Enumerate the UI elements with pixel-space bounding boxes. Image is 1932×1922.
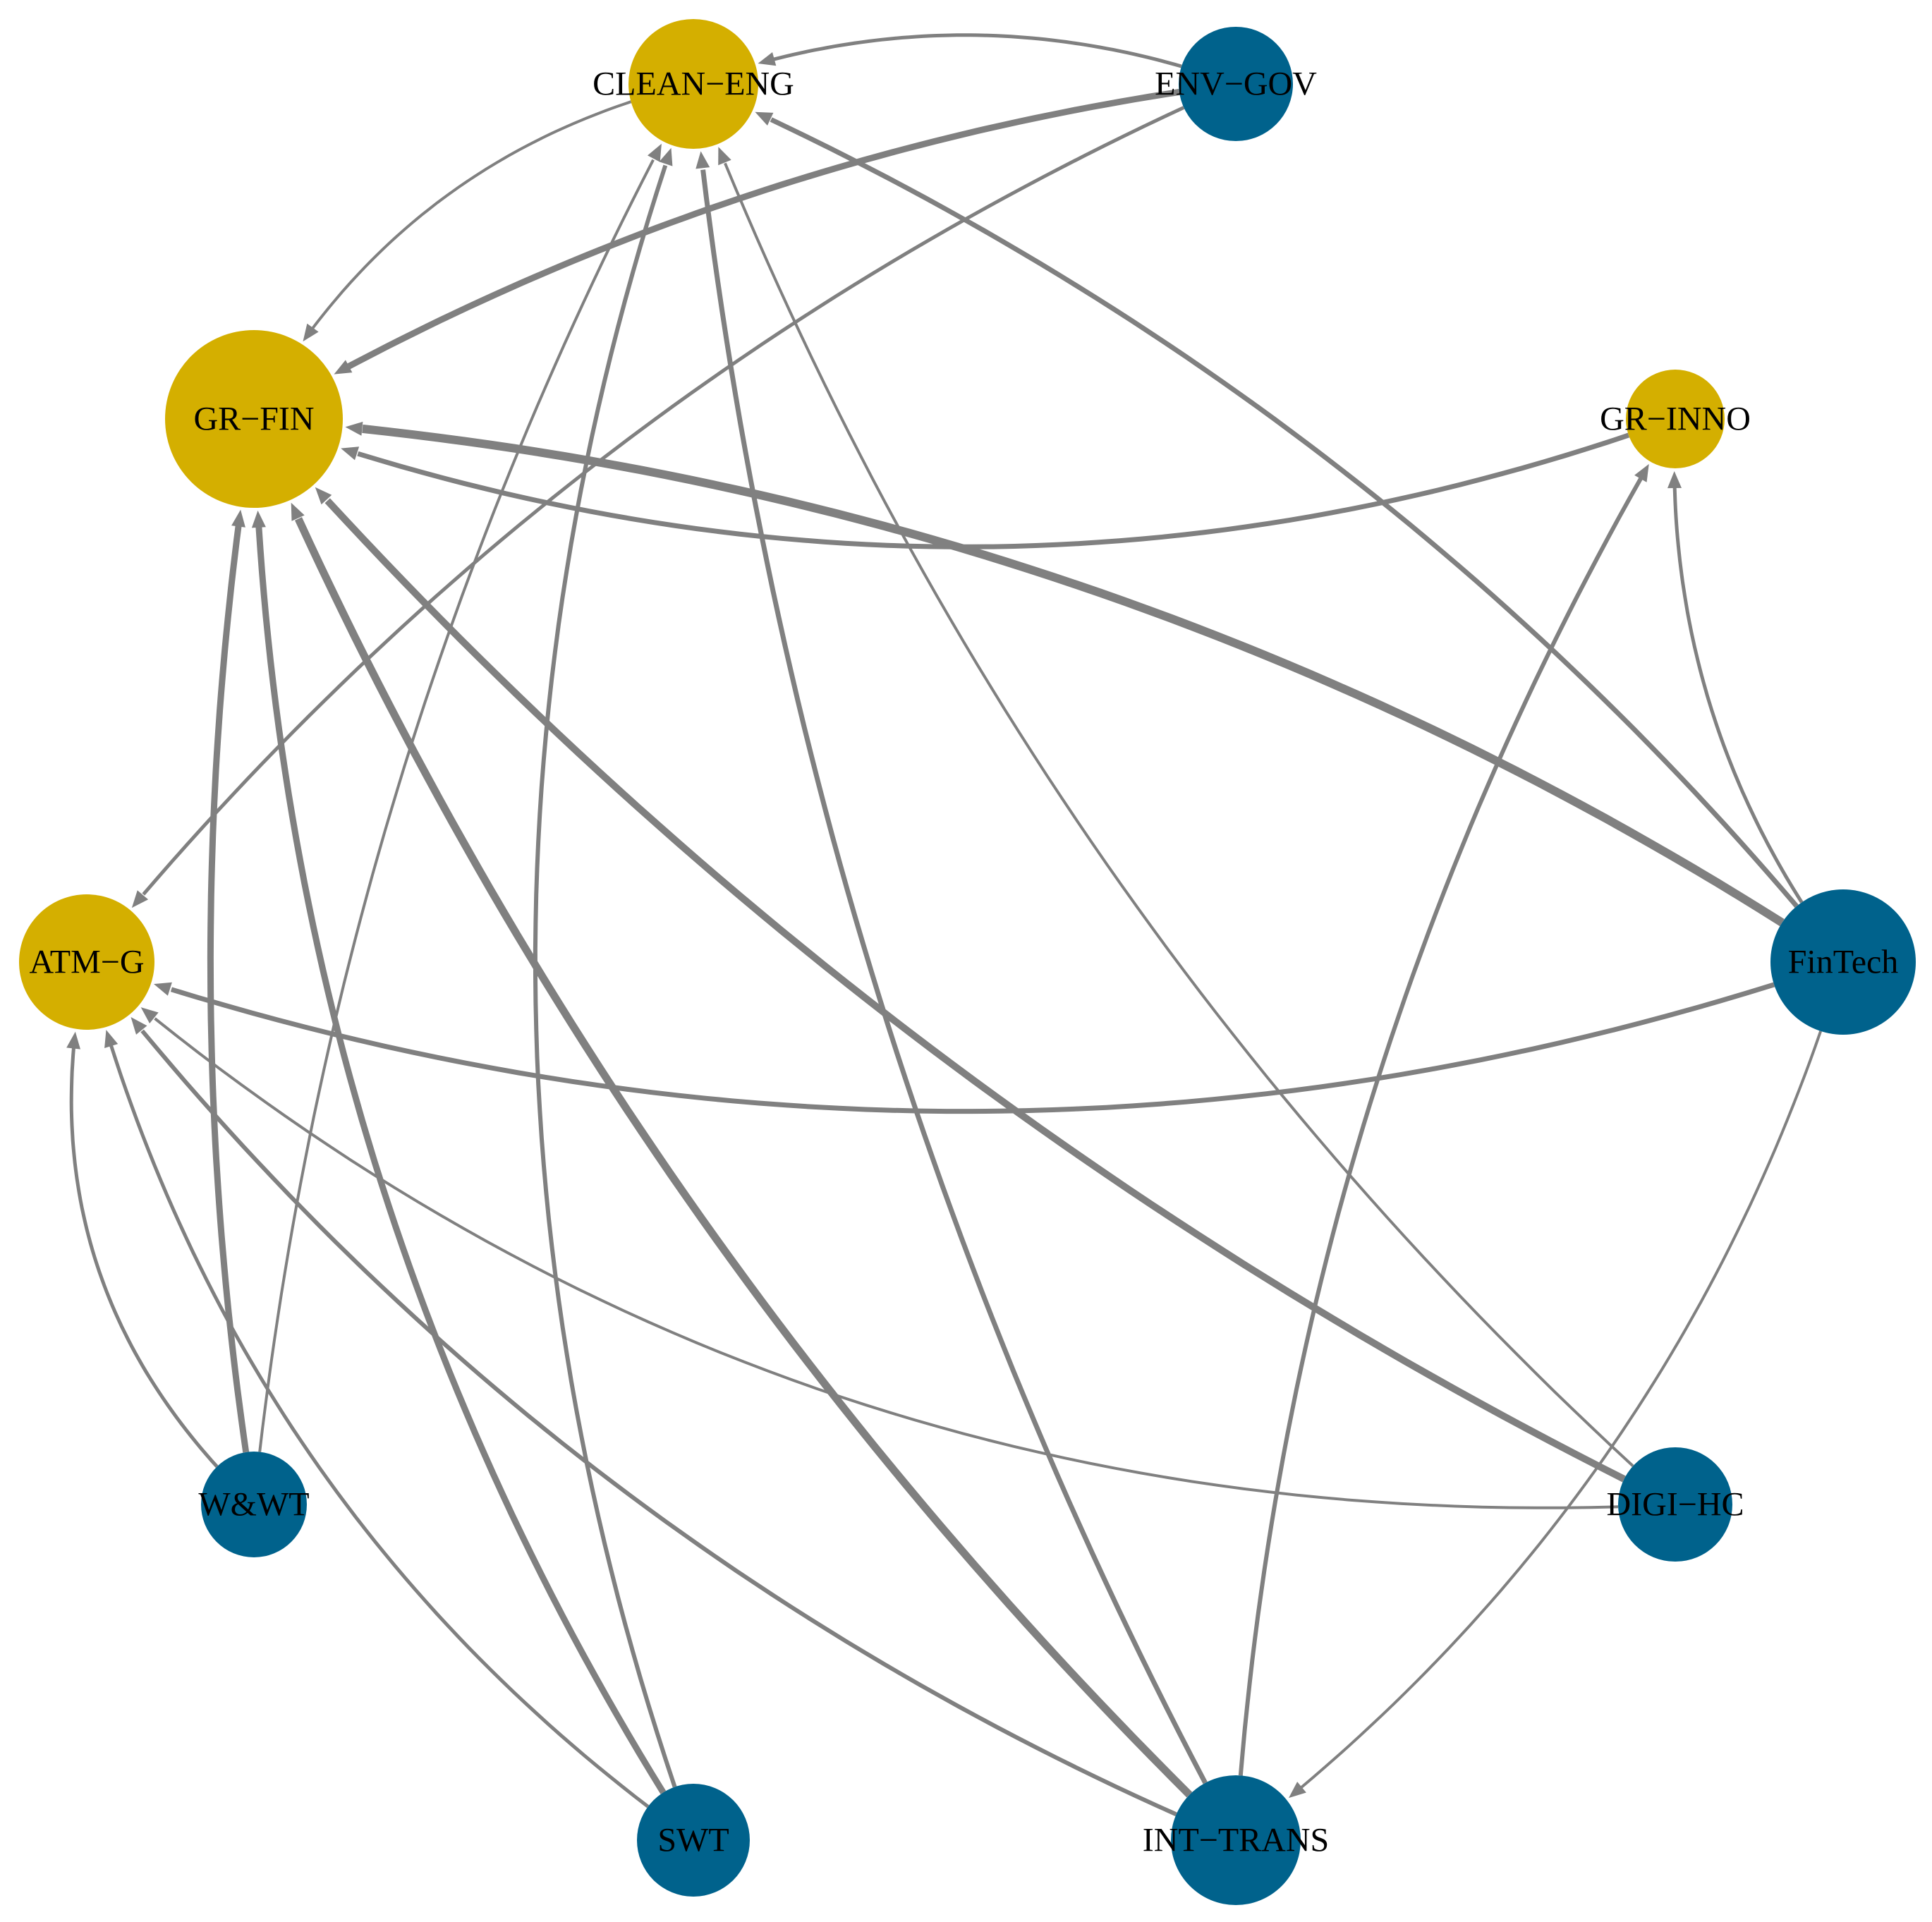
edge-gr-inno-to-gr-fin [341,432,1630,549]
edge-fintech-to-atm-g [154,982,1775,1114]
node-label-fintech: FinTech [1788,944,1899,981]
edge-arrowhead [1634,463,1649,482]
edge-arrowhead [648,143,662,162]
edge-line [140,1029,1177,1817]
node-label-swt: SWT [657,1822,729,1859]
edge-line [255,525,667,1794]
labels-layer: CLEAN−ENG ENV−GOV GR−FIN GR−INNO ATM−G FinTec… [29,66,1898,1859]
edge-arrowhead [303,323,319,342]
node-label-atm-g: ATM−G [29,944,144,981]
edge-digi-hc-to-gr-fin [315,487,1626,1483]
nodes-layer [19,19,1916,1905]
edge-arrowhead [291,502,305,521]
edge-arrowhead [130,1017,147,1035]
edge-line [724,162,1634,1467]
edge-int-trans-to-clean-eng [695,151,1208,1784]
edge-line [207,524,250,1453]
edge-line [295,517,1193,1798]
edge-fintech-to-int-trans [1289,1030,1822,1799]
edge-line [357,432,1630,549]
edge-int-trans-to-atm-g [130,1017,1177,1817]
edge-arrowhead [659,147,673,166]
edge-line [362,424,1785,927]
edges-layer [66,33,1822,1817]
edge-arrowhead [104,1030,119,1048]
edge-swt-to-gr-fin [251,510,667,1794]
edge-env-gov-to-clean-eng [758,33,1182,68]
edge-arrowhead [251,510,266,528]
edge-fintech-to-gr-inno [1667,471,1804,904]
edge-int-trans-to-gr-fin [291,502,1193,1798]
edge-line [258,159,655,1452]
edge-arrowhead [334,360,353,375]
edge-int-trans-to-gr-inno [1238,463,1649,1776]
edge-line [772,33,1182,68]
edge-arrowhead [131,890,149,908]
node-env-gov [1179,27,1293,141]
node-label-w-and-wt: W&WT [198,1486,309,1523]
node-atm-g [19,894,154,1030]
edge-arrowhead [718,147,731,166]
edge-arrowhead [345,421,363,436]
edge-line [1238,476,1644,1776]
node-swt [637,1784,750,1897]
node-label-gr-fin: GR−FIN [193,401,314,438]
edge-line [347,89,1180,370]
edge-arrowhead [66,1031,80,1050]
edge-line [324,498,1626,1483]
node-label-gr-inno: GR−INNO [1600,401,1751,438]
edge-arrowhead [758,52,777,66]
node-fintech [1770,889,1916,1035]
edge-arrowhead [315,487,332,505]
edge-line [1299,1030,1822,1789]
edge-arrowhead [154,982,172,996]
edge-line [311,100,632,329]
edge-line [770,117,1799,908]
node-label-digi-hc: DIGI−HC [1606,1486,1744,1523]
edge-line [154,1017,1619,1509]
edge-fintech-to-clean-eng [755,111,1799,908]
edge-line [700,169,1208,1784]
edge-arrowhead [341,446,360,461]
node-label-int-trans: INT−TRANS [1143,1822,1329,1859]
node-label-env-gov: ENV−GOV [1155,66,1317,103]
edge-digi-hc-to-clean-eng [718,147,1634,1467]
node-gr-fin [165,330,343,508]
edge-env-gov-to-atm-g [131,106,1185,908]
edge-fintech-to-gr-fin [345,421,1785,927]
node-int-trans [1171,1775,1301,1905]
node-digi-hc [1618,1447,1732,1562]
edge-line [69,1047,219,1468]
edge-swt-to-atm-g [104,1030,650,1808]
node-w-and-wt [201,1452,307,1557]
node-clean-eng [628,19,758,149]
node-label-clean-eng: CLEAN−ENG [593,66,794,103]
node-gr-inno [1626,370,1725,468]
edge-w-and-wt-to-atm-g [66,1031,219,1468]
edge-arrowhead [140,1007,159,1023]
edge-line [142,106,1185,896]
edge-line [109,1044,650,1808]
edge-arrowhead [695,151,710,169]
edge-digi-hc-to-atm-g [140,1007,1619,1509]
edge-line [170,982,1775,1114]
edge-w-and-wt-to-clean-eng [258,143,662,1452]
edge-arrowhead [1667,471,1682,489]
edge-line [533,164,677,1788]
edge-line [1672,486,1804,904]
edge-arrowhead [231,509,245,528]
edge-clean-eng-to-gr-fin [303,100,632,342]
edge-arrowhead [1289,1782,1306,1799]
edge-arrowhead [755,111,774,126]
edge-swt-to-clean-eng [533,147,677,1788]
edge-w-and-wt-to-gr-fin [207,509,250,1453]
edge-env-gov-to-gr-fin [334,89,1180,375]
